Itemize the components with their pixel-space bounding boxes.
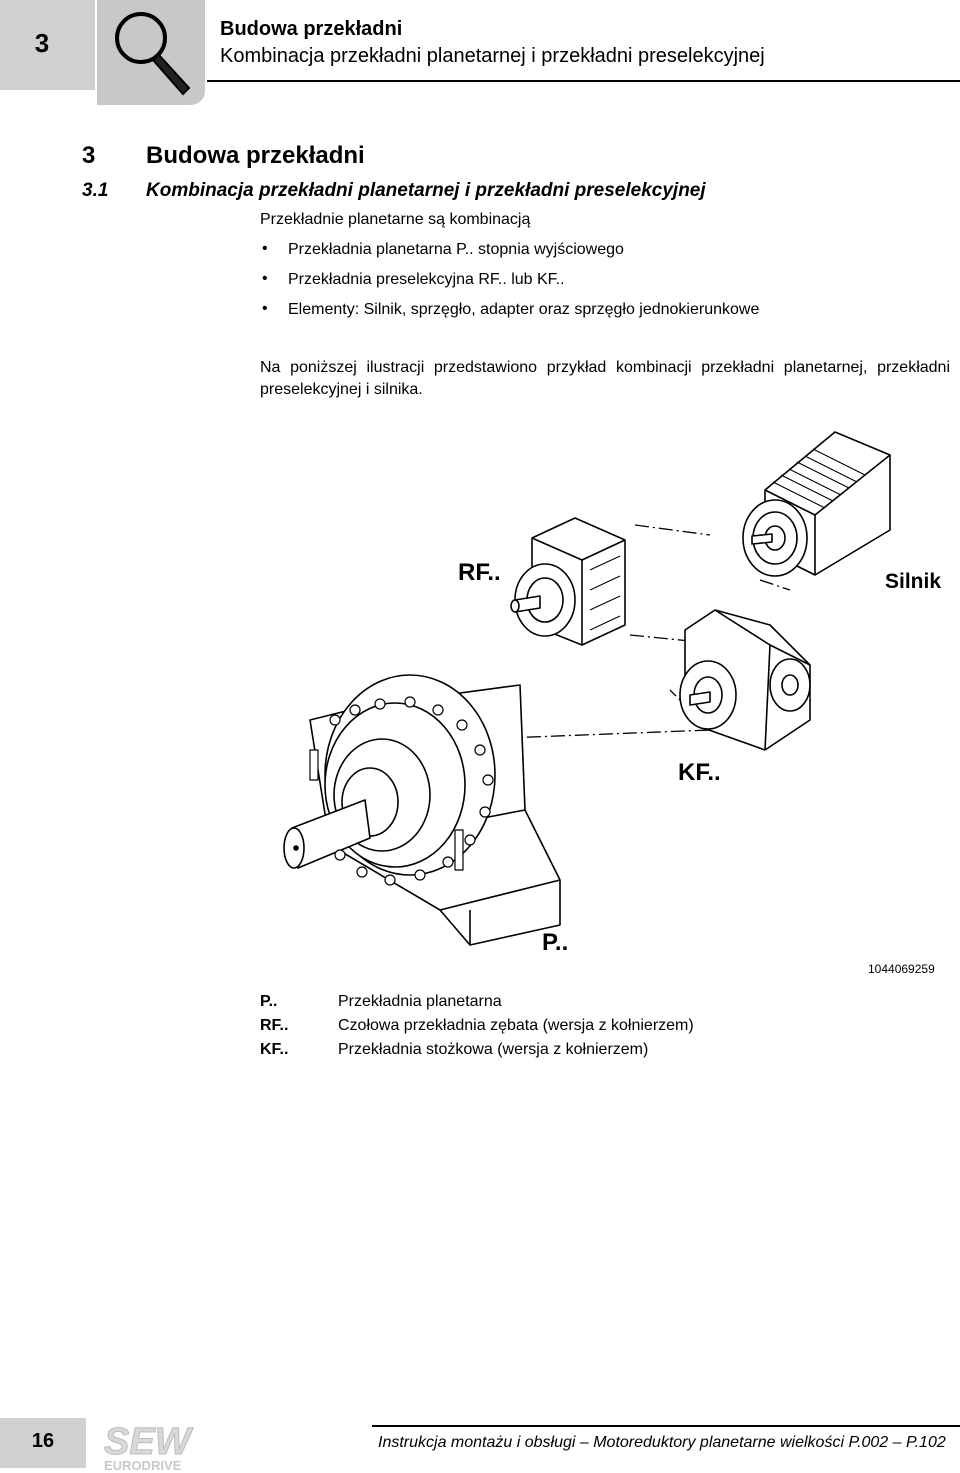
section-title: Budowa przekładni (146, 142, 365, 169)
footer-tab (0, 1418, 86, 1468)
bullet-symbol: • (262, 240, 268, 257)
legend-abbr: RF.. (260, 1017, 289, 1034)
header-subtitle: Kombinacja przekładni planetarnej i prze… (220, 45, 765, 67)
footer-text: Instrukcja montażu i obsługi – Motoreduk… (378, 1434, 946, 1451)
magnifier-icon (97, 0, 205, 105)
header-rule (207, 80, 960, 82)
legend-desc: Przekładnia planetarna (338, 993, 502, 1010)
figure-label-p: P.. (542, 929, 568, 956)
header-title: Budowa przekładni (220, 18, 403, 40)
gearbox-illustration: RF.. Silnik KF.. P.. (283, 431, 941, 956)
figure-id: 1044069259 (868, 962, 935, 976)
intro-text: Przekładnie planetarne są kombinacją (260, 211, 531, 228)
logo-text-top: SEW (104, 1421, 194, 1463)
legend-desc: Przekładnia stożkowa (wersja z kołnierze… (338, 1041, 649, 1058)
planetary-gear-drawing (283, 674, 561, 946)
legend-abbr: P.. (260, 993, 278, 1010)
legend-desc: Czołowa przekładnia zębata (wersja z koł… (338, 1017, 694, 1034)
chapter-tab (0, 0, 95, 90)
sew-eurodrive-logo: SEW EURODRIVE (104, 1421, 195, 1473)
chapter-number: 3 (34, 28, 50, 58)
figure-label-rf: RF.. (458, 559, 501, 586)
rf-gear-drawing (510, 517, 626, 646)
motor-drawing (742, 431, 891, 577)
figure-label-kf: KF.. (678, 759, 721, 786)
subsection-number: 3.1 (82, 180, 109, 201)
bullet-symbol: • (262, 270, 268, 287)
bullet-item: Elementy: Silnik, sprzęgło, adapter oraz… (288, 301, 760, 318)
description-paragraph: Na poniższej ilustracji przedstawiono pr… (260, 359, 950, 398)
page-number: 16 (31, 1430, 55, 1452)
section-number: 3 (82, 142, 96, 169)
subsection-title: Kombinacja przekładni planetarnej i prze… (146, 180, 706, 201)
figure-label-motor: Silnik (885, 570, 941, 593)
bullet-item: Przekładnia preselekcyjna RF.. lub KF.. (288, 271, 565, 288)
bullet-symbol: • (262, 300, 268, 317)
kf-gear-drawing (679, 609, 811, 751)
logo-text-bottom: EURODRIVE (104, 1458, 182, 1472)
footer-rule (372, 1425, 960, 1427)
legend-abbr: KF.. (260, 1041, 289, 1058)
bullet-item: Przekładnia planetarna P.. stopnia wyjśc… (288, 241, 624, 258)
